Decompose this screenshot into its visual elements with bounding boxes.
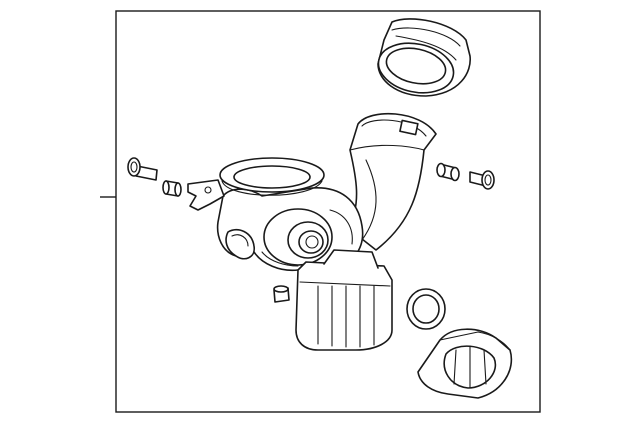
grommet-right: [436, 162, 460, 182]
bolt-right: [469, 170, 495, 190]
bushing-left: [162, 180, 182, 197]
cap-plug: [273, 285, 290, 303]
lower-chamber: [295, 249, 393, 351]
inlet-hose-coupler: [377, 18, 471, 97]
throttle-ring: [263, 208, 333, 266]
diagram-frame: [115, 10, 541, 413]
bolt-left: [127, 157, 158, 181]
bracket: [187, 179, 225, 211]
outlet-boot: [417, 328, 513, 399]
intake-duct: [347, 112, 437, 251]
inlet-collar: [219, 157, 325, 196]
o-ring-seal: [406, 288, 446, 330]
